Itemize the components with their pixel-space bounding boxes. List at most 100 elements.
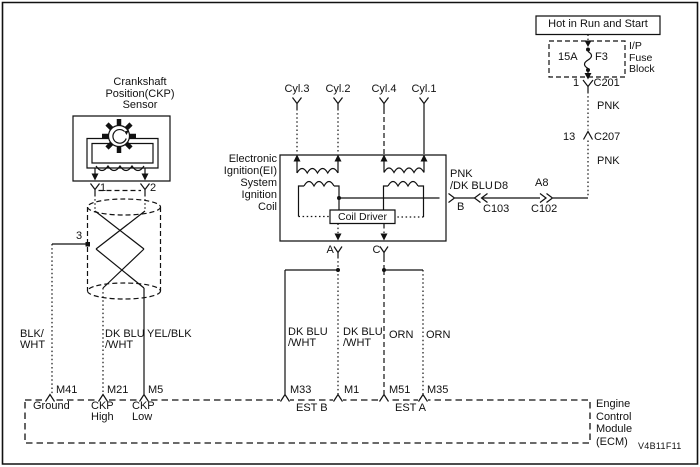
ecm-pin-m5: M5 — [148, 383, 164, 396]
cylinder-label-3: Cyl.3 — [284, 82, 310, 95]
secondary-leads — [384, 160, 424, 173]
hot-source-label: Hot in Run and Start — [548, 18, 648, 30]
ecm-fn-ground: Ground — [33, 399, 70, 412]
down-arrow-icon — [141, 173, 149, 181]
ecm-fn-est-a: EST A — [395, 401, 426, 414]
ecm-fn-ckp-low: CKP Low — [132, 399, 155, 423]
twisted-pair-shield — [52, 195, 161, 394]
up-arrow-icon — [334, 154, 342, 162]
down-arrow-icon — [380, 233, 388, 241]
connector-c207-name: C207 — [594, 130, 621, 143]
terminal-a-label: A — [326, 244, 334, 256]
connector-c201-pin: 1 — [573, 76, 580, 89]
fuse-icon — [585, 52, 592, 69]
primary-right-leg — [334, 186, 339, 210]
ecm-pin-m1: M1 — [344, 383, 360, 396]
est-wires — [285, 247, 423, 395]
y-connector-icon-cyl4 — [380, 98, 389, 110]
y-connector-icon-cyl1 — [420, 98, 429, 110]
connector-c207-pin: 13 — [563, 130, 576, 143]
diagram-border — [3, 3, 698, 465]
connector-c103-name: C103 — [483, 202, 510, 215]
wire-color-pnk-upper: PNK — [597, 100, 620, 112]
cylinder-label-4: Cyl.4 — [371, 82, 397, 95]
ecm-pin-terminals — [45, 395, 428, 403]
down-arrow-icon — [584, 73, 592, 80]
ignition-coil-graphic — [280, 155, 446, 242]
fuse-id-label: F3 — [595, 51, 608, 63]
cylinder-label-2: Cyl.2 — [325, 82, 351, 95]
pin-arrow-icon-m1 — [334, 395, 343, 402]
ecm-fn-est-b: EST B — [296, 401, 328, 414]
ckp-sensor-graphic — [73, 116, 170, 195]
ecm-pin-m51: M51 — [389, 383, 411, 396]
ecm-pin-m35: M35 — [427, 383, 449, 396]
ecm-pin-m41: M41 — [56, 383, 78, 396]
ecm-pin-m33: M33 — [290, 383, 312, 396]
y-connector-icon-pin1 — [91, 184, 100, 196]
ecm-title: Engine Control Module (ECM) — [596, 398, 633, 448]
y-connector-icon-b — [449, 194, 455, 203]
pin-arrow-icon-m5 — [140, 395, 149, 402]
ckp-sensor-title: Crankshaft Position(CKP) Sensor — [105, 76, 175, 111]
up-arrow-icon — [380, 154, 388, 162]
coil-driver-label: Coil Driver — [337, 210, 387, 223]
ignition-coil-title: Electronic Ignition(EI) System Ignition … — [223, 152, 277, 213]
wire-color-ckp-low: YEL/BLK — [147, 327, 192, 340]
sensor-pin2-label: 2 — [150, 181, 157, 194]
terminal-b-label: B — [457, 200, 465, 213]
y-connector-icon-cyl3 — [293, 98, 302, 110]
ecm-fn-ckp-high: CKP High — [91, 399, 114, 423]
power-feed-circuit — [536, 16, 660, 197]
wire-color-estb-right: DK BLU /WHT — [343, 325, 383, 349]
y-connector-icon-c201 — [583, 80, 593, 92]
wire-color-esta-left: ORN — [389, 329, 414, 341]
fuse-terminal-dot — [586, 47, 590, 52]
pin-arrow-icon-m51 — [380, 395, 389, 402]
ecm-pin-m21: M21 — [107, 383, 129, 396]
wire-color-estb-left: DK BLU /WHT — [288, 325, 328, 349]
twisted-pair-icon — [95, 211, 145, 288]
terminal-c-label: C — [372, 244, 381, 256]
sensor-output-wires — [95, 168, 145, 174]
ecm-box — [25, 400, 590, 443]
y-connector-icon-cyl2 — [334, 98, 343, 110]
y-connector-icon-c — [380, 247, 388, 258]
junction-dot — [85, 242, 90, 247]
connector-c102-name: C102 — [531, 202, 558, 215]
secondary-leads — [297, 160, 338, 173]
connector-c102-pin: A8 — [535, 177, 549, 189]
sensor-leads — [95, 195, 145, 211]
up-arrow-icon — [420, 154, 428, 162]
primary-left-leg — [299, 186, 305, 217]
coil-winding-icon-secondary-left — [297, 169, 338, 174]
gear-icon — [102, 119, 136, 153]
up-arrow-icon — [293, 154, 301, 162]
sensor-pin1-label: 1 — [100, 181, 107, 194]
sensor-shield-pin-label: 3 — [76, 229, 83, 242]
cylinder-leads — [293, 98, 429, 155]
pin-arrow-icon-m35 — [419, 395, 428, 402]
pin-arrow-icon-m41 — [46, 395, 55, 402]
coil-driver-box — [330, 210, 395, 224]
coil-winding-icon-secondary-right — [384, 168, 424, 173]
coil-winding-icon — [96, 166, 144, 171]
cylinder-label-1: Cyl.1 — [411, 82, 437, 95]
down-arrow-icon — [91, 173, 99, 181]
wire-color-esta-right: ORN — [426, 329, 451, 341]
down-arrow-icon — [334, 233, 342, 241]
fuse-rating-label: 15A — [558, 51, 578, 63]
shield-top — [88, 199, 161, 215]
coil-winding-icon-primary-left — [304, 182, 334, 187]
shield-sides — [88, 207, 161, 291]
inline-connector-icon-c102 — [540, 194, 553, 203]
junction-dot — [337, 196, 341, 200]
connector-c201-name: C201 — [593, 76, 620, 89]
pin-arrow-icon-m33 — [281, 395, 290, 402]
wire-color-ground: BLK/ WHT — [20, 327, 46, 351]
inline-connector-icon-c207 — [584, 132, 593, 140]
coil-winding-icon-primary-right — [388, 182, 418, 187]
fuse-block-label: I/P Fuse Block — [629, 40, 655, 75]
